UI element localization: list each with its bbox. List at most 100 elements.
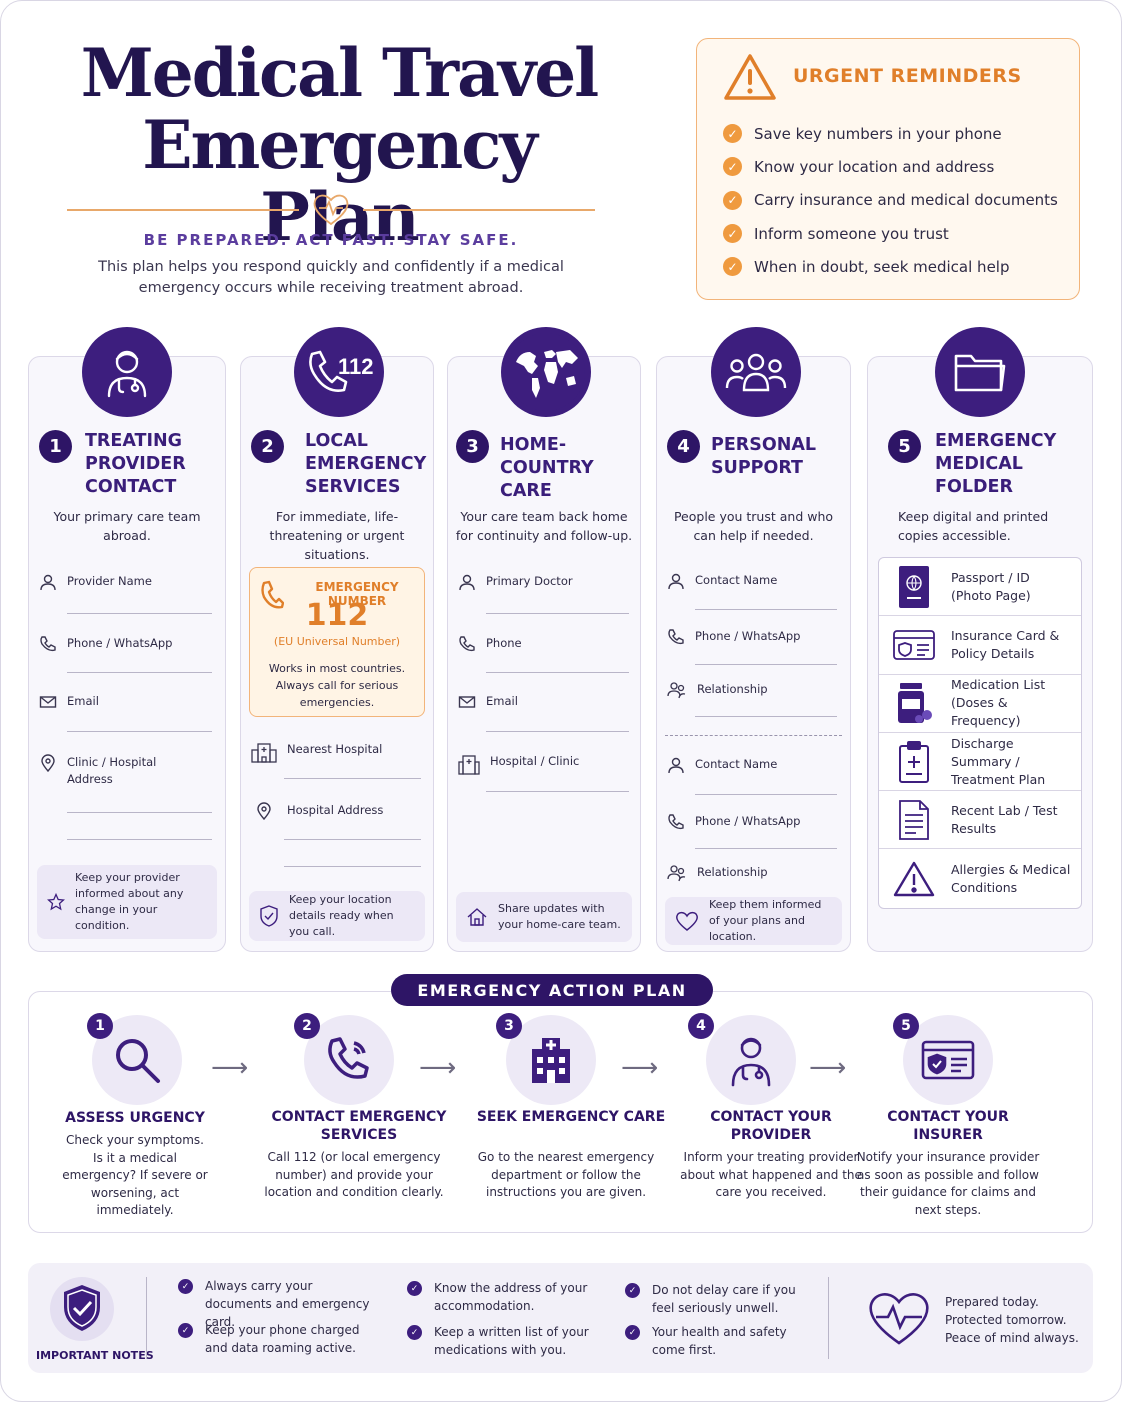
person-icon xyxy=(459,574,475,591)
folder-item-passport[interactable]: Passport / ID (Photo Page) xyxy=(879,558,1081,617)
folder-checklist: Passport / ID (Photo Page) Insurance Car… xyxy=(878,557,1082,909)
field-phone[interactable]: Phone / WhatsApp xyxy=(667,628,836,646)
folder-item-medication[interactable]: Medication List (Doses & Frequency) xyxy=(879,675,1081,733)
arrow-right-icon: ⟶ xyxy=(809,1053,847,1083)
column-home-country-care: 3 HOME-COUNTRY CARE Your care team back … xyxy=(447,327,641,952)
column-desc: Your care team back home for continuity … xyxy=(455,509,633,543)
column-desc: Keep digital and printed copies accessib… xyxy=(898,509,1049,543)
column-medical-folder: 5 EMERGENCY MEDICAL FOLDER Keep digital … xyxy=(867,327,1093,952)
step-desc: Go to the nearest emergency department o… xyxy=(477,1150,655,1199)
tagline: BE PREPARED. ACT FAST. STAY SAFE. xyxy=(143,231,519,249)
field-line xyxy=(695,716,837,717)
column-desc: People you trust and who can help if nee… xyxy=(673,509,834,543)
urgent-item: ✓When in doubt, seek medical help xyxy=(723,250,1058,283)
column-title: TREATING PROVIDER CONTACT xyxy=(85,431,186,497)
step-desc: Notify your insurance provider as soon a… xyxy=(856,1150,1040,1217)
field-relationship[interactable]: Relationship xyxy=(667,681,836,699)
folder-item-discharge[interactable]: Discharge Summary / Treatment Plan xyxy=(879,733,1081,792)
column-number: 2 xyxy=(251,430,284,463)
hospital-building-icon xyxy=(251,743,277,763)
note-item: ✓Keep a written list of your medications… xyxy=(407,1323,597,1359)
phone-icon xyxy=(40,636,56,652)
phone-icon xyxy=(668,814,684,830)
field-line xyxy=(67,672,212,673)
shield-check-icon xyxy=(260,905,278,927)
column-number: 3 xyxy=(456,430,489,463)
step-desc: Call 112 (or local emergency number) and… xyxy=(264,1150,444,1199)
email-icon xyxy=(458,696,476,708)
intro-text: This plan helps you respond quickly and … xyxy=(98,259,564,296)
column-desc: Your primary care team abroad. xyxy=(53,509,201,543)
field-relationship[interactable]: Relationship xyxy=(667,864,836,882)
urgent-list: ✓Save key numbers in your phone ✓Know yo… xyxy=(723,117,1058,283)
field-line xyxy=(284,839,421,840)
heartbeat-heart-icon xyxy=(869,1293,929,1345)
warning-icon xyxy=(724,54,776,100)
step-title: CONTACT YOUR INSURER xyxy=(887,1109,1009,1143)
field-contact-name[interactable]: Contact Name xyxy=(667,572,836,590)
check-icon: ✓ xyxy=(407,1325,422,1340)
emergency-number-label: EMERGENCY NUMBER xyxy=(315,580,399,608)
notes-divider xyxy=(828,1277,829,1359)
arrow-right-icon: ⟶ xyxy=(211,1053,249,1083)
column-title: EMERGENCY MEDICAL FOLDER xyxy=(935,431,1057,497)
field-phone[interactable]: Phone / WhatsApp xyxy=(667,813,836,831)
person-icon xyxy=(668,573,684,590)
field-hospital-clinic[interactable]: Hospital / Clinic xyxy=(458,753,626,775)
divider-left xyxy=(67,209,299,211)
step-number: 1 xyxy=(87,1013,113,1039)
note-item: ✓Always carry your documents and emergen… xyxy=(178,1277,378,1331)
document-icon xyxy=(899,799,929,840)
column-number: 4 xyxy=(667,430,700,463)
note-item: ✓Do not delay care if you feel seriously… xyxy=(625,1281,815,1317)
folder-item-insurance[interactable]: Insurance Card & Policy Details xyxy=(879,616,1081,675)
field-line xyxy=(67,731,212,732)
location-pin-icon xyxy=(41,754,55,772)
field-phone[interactable]: Phone / WhatsApp xyxy=(39,635,211,653)
emergency-number: 112 xyxy=(305,598,369,633)
alert-triangle-icon xyxy=(893,861,935,896)
urgent-item: ✓Save key numbers in your phone xyxy=(723,117,1058,150)
important-notes-label: IMPORTANT NOTES xyxy=(36,1349,154,1362)
check-icon: ✓ xyxy=(723,224,742,244)
icon-112-text: 112 xyxy=(338,354,374,379)
field-provider-name[interactable]: Provider Name xyxy=(39,573,211,591)
field-phone[interactable]: Phone xyxy=(458,635,626,653)
column-local-emergency: 112 2 LOCAL EMERGENCY SERVICES For immed… xyxy=(240,327,434,952)
step-desc: Check your symptoms. Is it a medical eme… xyxy=(62,1133,208,1217)
field-line xyxy=(67,839,212,840)
doctor-icon xyxy=(706,1015,796,1105)
field-contact-name[interactable]: Contact Name xyxy=(667,756,836,774)
check-icon: ✓ xyxy=(407,1281,422,1296)
field-primary-doctor[interactable]: Primary Doctor xyxy=(458,573,626,591)
column-personal-support: 4 PERSONAL SUPPORT People you trust and … xyxy=(656,327,851,952)
column-desc: For immediate, life-threatening or urgen… xyxy=(269,509,405,562)
divider-right xyxy=(363,209,595,211)
column-number: 1 xyxy=(39,430,72,463)
phone-icon xyxy=(668,629,684,645)
field-email[interactable]: Email xyxy=(39,693,211,711)
field-clinic-address[interactable]: Clinic / Hospital Address xyxy=(39,754,211,788)
field-line xyxy=(695,609,837,610)
insurance-card-icon xyxy=(893,630,935,660)
folder-item-allergies[interactable]: Allergies & Medical Conditions xyxy=(879,849,1081,907)
urgent-reminders-box: URGENT REMINDERS ✓Save key numbers in yo… xyxy=(696,38,1080,300)
folder-item-lab-results[interactable]: Recent Lab / Test Results xyxy=(879,791,1081,850)
heart-icon xyxy=(676,911,698,931)
page-title: Medical Travel Emergency Plan xyxy=(80,34,600,256)
phone-icon xyxy=(261,580,284,609)
field-email[interactable]: Email xyxy=(458,693,626,711)
dashed-separator xyxy=(665,735,842,736)
urgent-item: ✓Carry insurance and medical documents xyxy=(723,184,1058,217)
field-line xyxy=(486,613,629,614)
column-number: 5 xyxy=(888,430,921,463)
email-icon xyxy=(39,696,57,708)
step-desc: Inform your treating provider about what… xyxy=(680,1150,862,1199)
field-hospital-address[interactable]: Hospital Address xyxy=(251,802,419,820)
notes-divider xyxy=(146,1277,147,1359)
check-icon: ✓ xyxy=(178,1323,193,1338)
field-line xyxy=(695,848,837,849)
field-nearest-hospital[interactable]: Nearest Hospital xyxy=(251,741,419,763)
step-title: SEEK EMERGENCY CARE xyxy=(476,1109,666,1125)
check-icon: ✓ xyxy=(178,1279,193,1294)
